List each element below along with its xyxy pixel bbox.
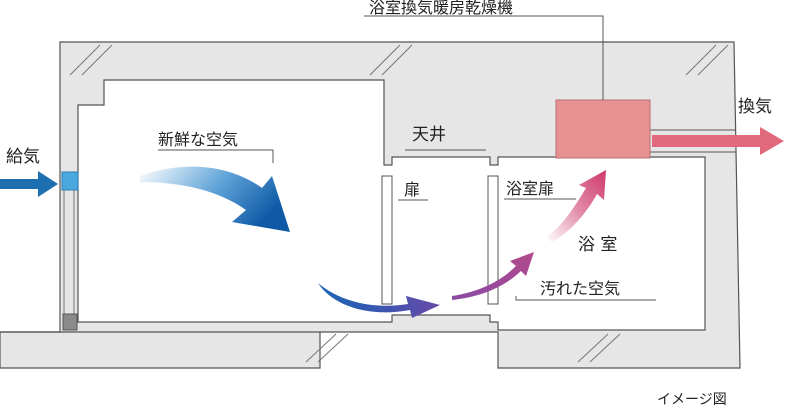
label-dirty-air: 汚れた空気 — [540, 279, 620, 298]
wall-hatching — [69, 44, 729, 363]
label-exhaust: 換気 — [738, 97, 772, 117]
label-fresh-air: 新鮮な空気 — [158, 130, 238, 149]
supply-vent — [61, 171, 79, 191]
building-walls — [0, 41, 741, 369]
labels: 浴室換気暖房乾燥機 換気 給気 新鮮な空気 天井 扉 浴室扉 浴 室 汚れた空気… — [6, 0, 772, 408]
label-bathroom: 浴 室 — [578, 235, 617, 255]
label-note: イメージ図 — [657, 392, 727, 408]
fresh-air-arrow — [140, 166, 290, 232]
door-partition — [381, 175, 393, 305]
label-ceiling: 天井 — [412, 125, 446, 145]
partitions — [381, 175, 499, 305]
bath-door-partition — [487, 175, 499, 305]
label-door: 扉 — [404, 180, 420, 199]
label-supply: 給気 — [6, 147, 40, 167]
supply-arrow — [0, 171, 58, 197]
airflow-arrows — [0, 127, 784, 318]
under-door-airflow-arrow — [452, 252, 534, 300]
label-bath-door: 浴室扉 — [506, 179, 554, 198]
ventilation-unit — [555, 99, 651, 159]
supply-vent-base — [62, 313, 78, 331]
leader-lines — [158, 15, 656, 301]
exhaust-arrow — [652, 127, 784, 155]
dirty-air-arrow — [546, 170, 606, 242]
label-unit: 浴室換気暖房乾燥機 — [369, 0, 513, 17]
floor-airflow-arrow — [318, 283, 440, 318]
wall-structure — [0, 41, 741, 369]
